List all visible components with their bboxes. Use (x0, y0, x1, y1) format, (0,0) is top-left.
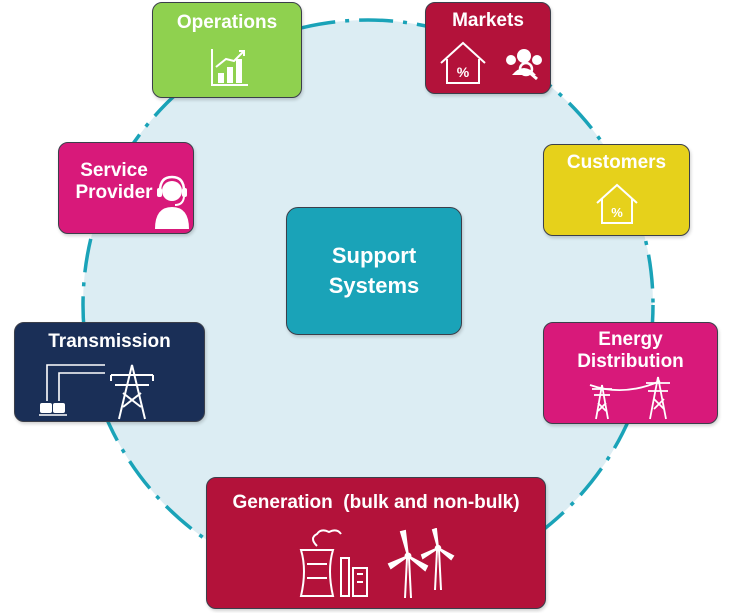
generation-node: Generation (bulk and non-bulk) (206, 477, 546, 609)
svg-text:%: % (611, 205, 623, 220)
energy-distribution-line2: Distribution (577, 350, 684, 372)
transmission-node: Transmission (14, 322, 205, 422)
operations-node: Operations (152, 2, 302, 98)
svg-text:%: % (457, 64, 470, 80)
distribution-towers-icon (589, 376, 670, 420)
substation-icon (39, 364, 105, 416)
bar-chart-growth-icon (211, 49, 248, 86)
house-percent-icon: % (440, 41, 486, 84)
transmission-tower-icon (110, 364, 154, 420)
energy-distribution-line1: Energy (598, 329, 663, 350)
customer-search-icon (506, 49, 542, 81)
power-plant-icon (299, 529, 368, 597)
energy-distribution-node: Energy Distribution (543, 322, 718, 424)
markets-node: Markets % (425, 2, 551, 94)
support-systems-line2: Systems (328, 273, 420, 298)
service-provider-line2: Provider (75, 181, 153, 203)
wind-turbine-icon (387, 528, 455, 599)
support-systems-line1: Support (331, 243, 417, 269)
markets-label: Markets (452, 10, 524, 31)
generation-label: Generation (bulk and non-bulk) (232, 492, 520, 513)
customers-node: Customers % (543, 144, 690, 236)
support-systems-box: Support Systems (286, 207, 462, 335)
service-provider-node: Service Provider (58, 142, 194, 234)
house-percent-icon: % (596, 183, 638, 224)
transmission-label: Transmission (48, 331, 171, 352)
customers-label: Customers (566, 152, 667, 173)
operations-label: Operations (176, 12, 278, 33)
headset-agent-icon (155, 175, 189, 229)
service-provider-line1: Service (80, 160, 148, 181)
